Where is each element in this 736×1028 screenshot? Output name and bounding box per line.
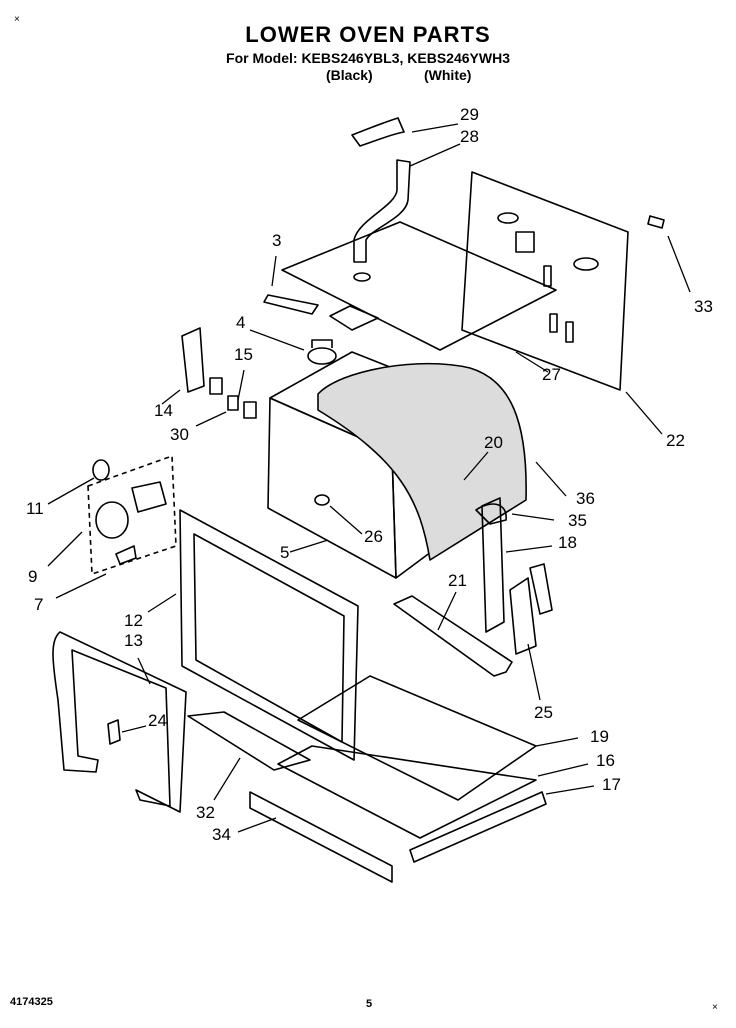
color-white-label: (White) [424,67,472,83]
color-black-label: (Black) [326,67,373,83]
model-line: For Model: KEBS246YBL3, KEBS246YWH3 [226,50,510,66]
callout-16: 16 [596,751,615,770]
top-bracket [263,294,319,315]
bulb-7 [115,545,137,565]
callout-36: 36 [576,489,595,508]
kickplate-34 [249,791,393,883]
callout-25: 25 [534,703,553,722]
callout-5: 5 [280,543,290,562]
callout-13: 13 [124,631,143,650]
callout-35: 35 [568,511,587,530]
callout-32: 32 [196,803,215,822]
callout-26: 26 [364,527,383,546]
callout-15: 15 [234,345,253,364]
bracket-18 [481,497,505,633]
callout-12: 12 [124,611,143,630]
callout-21: 21 [448,571,467,590]
fastener-33 [647,215,665,229]
leader-lines [47,123,691,833]
hinge-25 [509,577,537,655]
hose-29 [351,117,405,147]
callout-22: 22 [666,431,685,450]
callout-24: 24 [148,711,167,730]
back-panel-22 [461,171,629,391]
socket-ring-11 [92,459,110,481]
bottom-panel-16 [277,745,537,839]
switch-30 [227,395,239,411]
registration-mark-top: × [14,14,20,25]
callout-14: 14 [154,401,173,420]
callout-30: 30 [170,425,189,444]
latch-24 [107,719,121,745]
callout-29: 29 [460,105,479,124]
bracket-14 [181,327,205,393]
hose-28 [353,159,411,263]
callout-17: 17 [602,775,621,794]
front-frame-12 [179,509,359,761]
callout-20: 20 [484,433,503,452]
switch-15 [209,377,223,395]
callout-3: 3 [272,231,282,250]
lens-9 [95,501,129,539]
trim-17 [409,791,547,863]
callout-11: 11 [26,499,44,518]
top-panel-3 [281,221,557,351]
page-number: 5 [366,998,373,1010]
callout-9: 9 [28,567,38,586]
clip-35 [475,503,507,525]
callout-18: 18 [558,533,577,552]
callout-19: 19 [590,727,609,746]
door-gasket-13 [52,631,187,813]
callout-34: 34 [212,825,231,844]
channel-21 [393,595,513,677]
doc-number: 4174325 [10,996,53,1008]
callout-33: 33 [694,297,713,316]
vent-4 [307,347,337,365]
callout-7: 7 [34,595,44,614]
bottom-panel-19 [297,675,537,801]
light-housing [131,481,167,513]
insulation-wrap [317,362,527,561]
page-title: LOWER OVEN PARTS [245,22,491,47]
registration-mark-bottom: × [712,1002,718,1013]
vent-32 [187,711,311,771]
callout-4: 4 [236,313,246,332]
callout-27: 27 [542,365,561,384]
callout-28: 28 [460,127,479,146]
